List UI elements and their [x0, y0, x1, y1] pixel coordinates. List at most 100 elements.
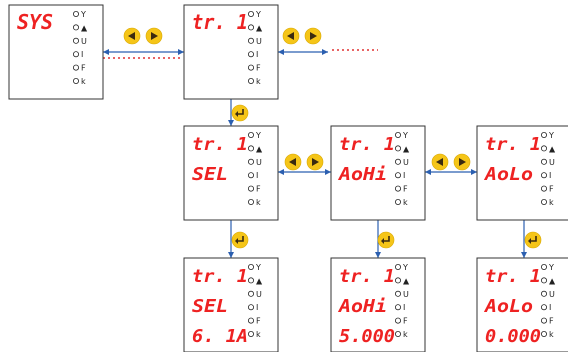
- arrowhead-left: [278, 49, 284, 55]
- circle-icon-F: [541, 317, 548, 324]
- left-right-keys: [431, 153, 471, 171]
- indicator-label: ▲: [403, 276, 410, 285]
- circle-icon-k: [394, 198, 401, 205]
- circle-icon-I: [541, 172, 548, 179]
- enter-glyph-head: [235, 238, 238, 244]
- circle-icon-k: [247, 330, 254, 337]
- indicator-label: k: [256, 330, 261, 339]
- circle-icon-k: [247, 78, 254, 85]
- indicator-label: Y: [548, 263, 554, 272]
- circle-icon-F: [247, 317, 254, 324]
- circle-icon-F: [394, 185, 401, 192]
- indicator-label: F: [256, 64, 261, 73]
- circle-icon-up: [73, 24, 80, 31]
- enter-glyph-line: [383, 236, 390, 242]
- arrowhead-down: [228, 252, 234, 258]
- arrowhead-right: [322, 49, 328, 55]
- circle-icon-up: [394, 145, 401, 152]
- enter-glyph-line: [237, 109, 244, 115]
- circle-icon-I: [73, 51, 80, 58]
- indicator-label: F: [403, 317, 408, 326]
- circle-icon-Y: [247, 263, 254, 270]
- left-arrow-glyph: [128, 32, 135, 40]
- panel-frame: [476, 257, 568, 352]
- indicator-label: ▲: [403, 144, 410, 153]
- circle-icon-Y: [394, 131, 401, 138]
- enter-glyph-line: [237, 236, 244, 242]
- indicator-label: I: [549, 171, 551, 180]
- display-line: 5.000: [339, 326, 395, 347]
- circle-icon-I: [394, 304, 401, 311]
- display-line: tr. 1: [339, 134, 395, 155]
- circle-icon-Y: [541, 263, 548, 270]
- indicator-label: Y: [402, 263, 408, 272]
- circle-icon-up: [247, 145, 254, 152]
- indicator-label: U: [256, 158, 262, 167]
- indicator-label: I: [403, 171, 405, 180]
- circle-icon-I: [247, 304, 254, 311]
- indicator-label: Y: [255, 131, 261, 140]
- circle-icon-Y: [73, 10, 80, 17]
- indicator-label: ▲: [256, 276, 263, 285]
- arrowhead-right: [471, 169, 477, 175]
- display-line: AoLo: [484, 164, 533, 185]
- left-right-keys: [123, 27, 163, 45]
- circle-icon-up: [541, 145, 548, 152]
- enter-key-icon: [231, 104, 249, 122]
- left-right-keys: [282, 27, 322, 45]
- left-arrow-glyph: [436, 158, 443, 166]
- display-line: SEL: [192, 296, 228, 317]
- indicator-label: U: [403, 290, 409, 299]
- right-arrow-glyph: [310, 32, 317, 40]
- enter-key-icon: [377, 231, 395, 249]
- display-line: tr. 1: [485, 134, 541, 155]
- right-arrow-glyph: [459, 158, 466, 166]
- indicator-label: ▲: [549, 144, 556, 153]
- indicator-label: F: [81, 64, 86, 73]
- panel-frame: [183, 257, 279, 352]
- enter-glyph-line: [530, 236, 537, 242]
- circle-icon-U: [394, 158, 401, 165]
- circle-icon-k: [541, 198, 548, 205]
- indicator-label: ▲: [256, 23, 263, 32]
- display-line: tr. 1: [339, 266, 395, 287]
- indicator-label: I: [256, 303, 258, 312]
- indicator-label: ▲: [256, 144, 263, 153]
- circle-icon-U: [394, 290, 401, 297]
- display-line: AoHi: [338, 164, 387, 185]
- indicator-label: k: [403, 198, 408, 207]
- indicator-label: F: [256, 317, 261, 326]
- indicator-label: ▲: [549, 276, 556, 285]
- enter-glyph-head: [381, 238, 384, 244]
- circle-icon-up: [394, 277, 401, 284]
- circle-icon-k: [541, 330, 548, 337]
- indicator-label: I: [81, 50, 83, 59]
- indicator-label: F: [549, 317, 554, 326]
- circle-icon-Y: [541, 131, 548, 138]
- circle-icon-I: [247, 51, 254, 58]
- circle-icon-U: [247, 290, 254, 297]
- circle-icon-F: [247, 185, 254, 192]
- indicator-label: Y: [80, 10, 86, 19]
- indicator-label: Y: [548, 131, 554, 140]
- circle-icon-F: [394, 317, 401, 324]
- enter-key-icon: [524, 231, 542, 249]
- panel-frame: [476, 125, 568, 221]
- display-line: 0.000: [485, 326, 541, 347]
- indicator-label: k: [403, 330, 408, 339]
- indicator-label: k: [549, 330, 554, 339]
- display-line: SEL: [192, 164, 228, 185]
- indicator-label: U: [81, 37, 87, 46]
- circle-icon-F: [73, 64, 80, 71]
- arrowhead-left: [103, 49, 109, 55]
- arrowhead-right: [178, 49, 184, 55]
- display-line: SYS: [17, 10, 53, 34]
- circle-icon-k: [394, 330, 401, 337]
- panel-frame: [183, 4, 279, 100]
